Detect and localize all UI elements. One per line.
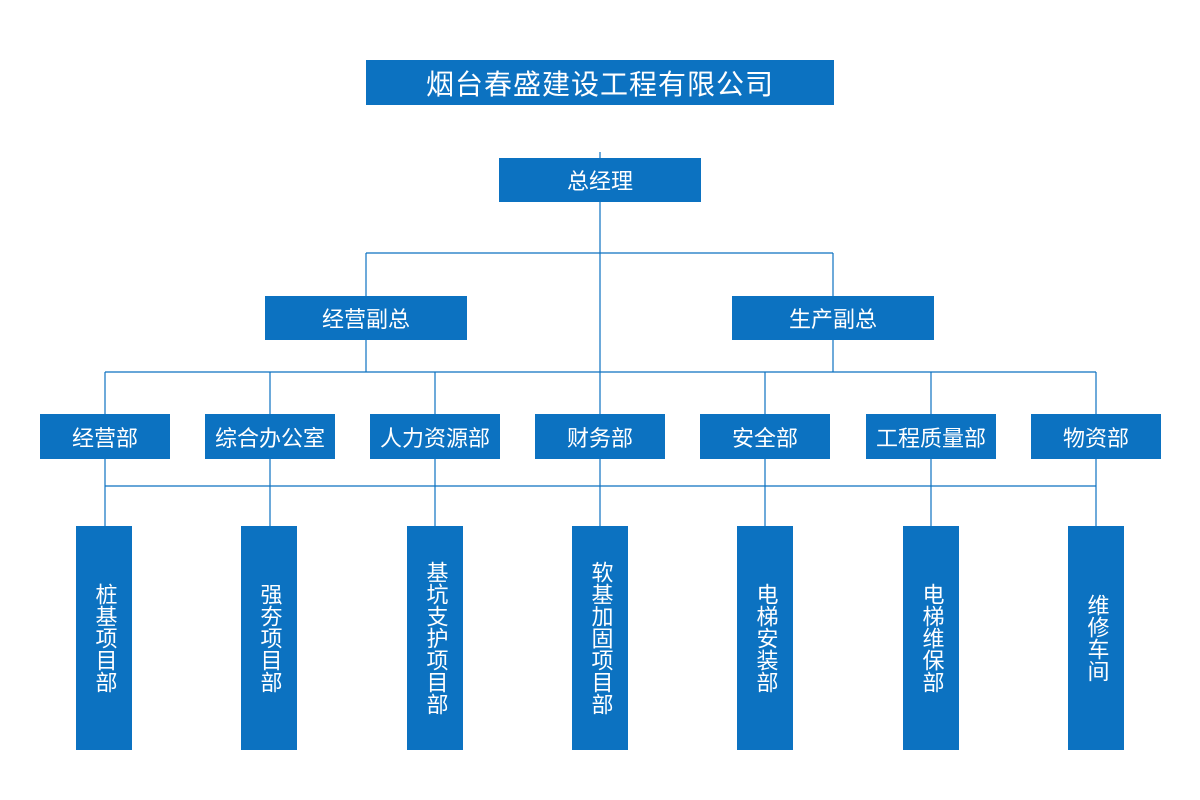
node-general-manager: 总经理 — [499, 158, 701, 202]
node-vice-production: 生产副总 — [732, 296, 934, 340]
node-unit-elevator-maintenance-label: 电梯维保部 — [918, 583, 944, 693]
node-unit-compaction: 强夯项目部 — [241, 526, 297, 750]
node-unit-repair-workshop-label: 维修车间 — [1083, 594, 1109, 682]
node-unit-pile: 桩基项目部 — [76, 526, 132, 750]
node-dept-office: 综合办公室 — [205, 414, 335, 459]
node-unit-compaction-label: 强夯项目部 — [256, 583, 282, 693]
node-dept-safety: 安全部 — [700, 414, 830, 459]
node-vice-business: 经营副总 — [265, 296, 467, 340]
node-unit-soft-foundation: 软基加固项目部 — [572, 526, 628, 750]
node-unit-elevator-install-label: 电梯安装部 — [752, 583, 778, 693]
node-unit-elevator-maintenance: 电梯维保部 — [903, 526, 959, 750]
node-dept-materials: 物资部 — [1031, 414, 1161, 459]
node-dept-hr: 人力资源部 — [370, 414, 500, 459]
node-dept-business: 经营部 — [40, 414, 170, 459]
node-unit-pile-label: 桩基项目部 — [91, 583, 117, 693]
node-unit-excavation: 基坑支护项目部 — [407, 526, 463, 750]
node-dept-finance: 财务部 — [535, 414, 665, 459]
node-dept-quality: 工程质量部 — [866, 414, 996, 459]
node-unit-repair-workshop: 维修车间 — [1068, 526, 1124, 750]
node-unit-excavation-label: 基坑支护项目部 — [422, 561, 448, 715]
company-title: 烟台春盛建设工程有限公司 — [366, 60, 834, 105]
node-unit-elevator-install: 电梯安装部 — [737, 526, 793, 750]
node-unit-soft-foundation-label: 软基加固项目部 — [587, 561, 613, 715]
